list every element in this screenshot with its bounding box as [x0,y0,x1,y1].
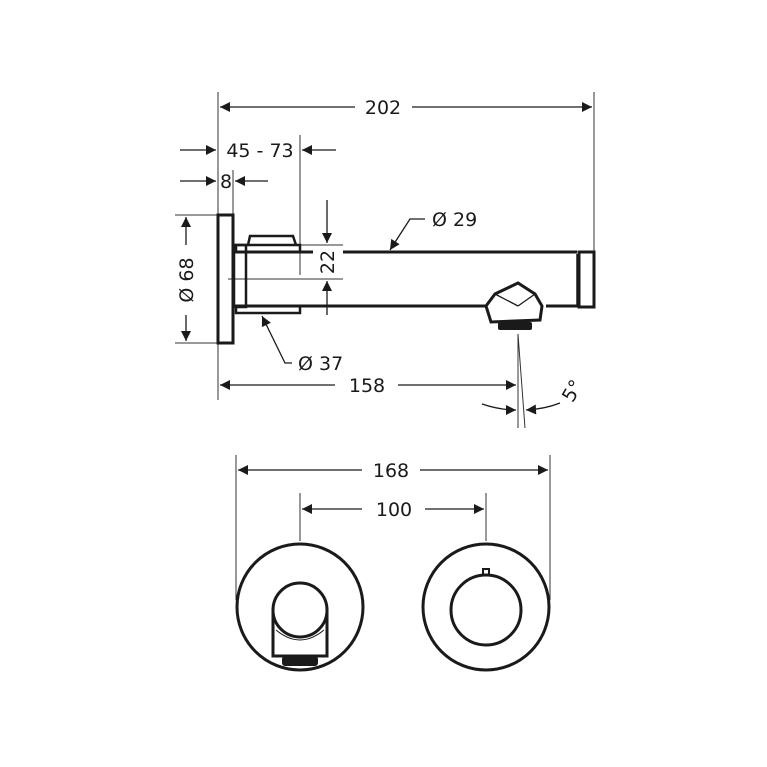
dim-projection-range: 45 - 73 [226,140,293,162]
dim-flange-diameter: Ø 68 [176,257,198,302]
leader-escutcheon-diameter [261,315,292,364]
dim-outlet-distance: 158 [349,375,385,397]
spout-aerator-front [282,656,318,666]
dim-overall-length: 202 [365,97,401,119]
escutcheon-cap [246,234,298,246]
front-view: 168 100 [235,455,551,672]
aerator-outlet [498,322,532,330]
valve-handle-indicator [482,568,490,576]
escutcheon-top [234,243,302,252]
dim-offset: 22 [317,250,339,274]
dim-angle-left-arrow [481,403,517,415]
spout-tube-front [271,581,329,639]
dim-outlet-angle: 5° [558,376,588,406]
spout-wall-plate [235,542,365,672]
aerator-facet-right [517,293,536,307]
leader-spout-diameter [389,218,425,251]
aerator-facet-left [494,293,519,307]
valve-wall-plate [421,542,551,672]
mount-body [232,243,248,309]
escutcheon-bottom [234,306,302,315]
valve-handle [449,573,523,647]
dim-escutcheon-diameter: Ø 37 [298,353,343,375]
dim-center-distance: 100 [376,499,412,521]
dim-plate-width: 168 [373,460,409,482]
aerator-body [484,281,544,324]
spout-shadow-curve [275,629,325,641]
side-view: 202 45 - 73 8 Ø 68 22 [175,92,596,429]
outlet-axis-angled [517,333,526,429]
dim-spout-diameter: Ø 29 [432,209,477,231]
dim-flange-thickness: 8 [220,171,232,193]
dim-angle-right-arrow [525,402,561,415]
spout-end-cap [577,250,596,309]
